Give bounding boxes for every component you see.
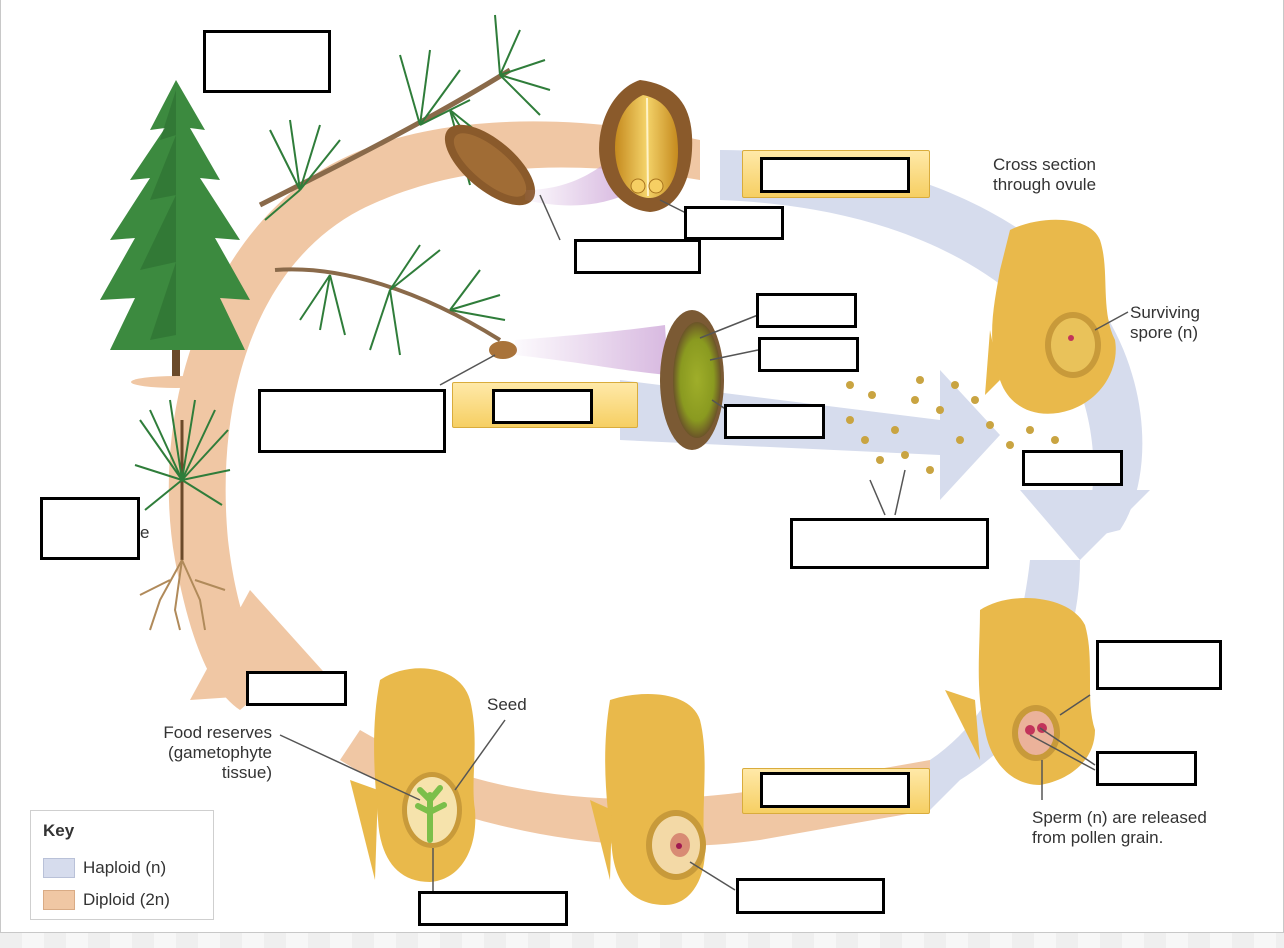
haploid-text: Haploid (n) [83, 858, 167, 877]
cross-section-label: Cross section through ovule [993, 155, 1097, 194]
haploid-arrowhead [1020, 490, 1150, 560]
pollen-grains [846, 376, 1059, 474]
haploid-swatch [43, 858, 75, 878]
blank-label-box[interactable] [574, 239, 701, 274]
blank-label-box[interactable] [1096, 640, 1222, 690]
diploid-swatch [43, 890, 75, 910]
pollen-cone-section [660, 310, 724, 450]
surviving-spore-label: Surviving spore (n) [1130, 303, 1200, 342]
blank-label-box[interactable] [203, 30, 331, 93]
ovulate-scale [599, 80, 693, 212]
blank-label-box[interactable] [40, 497, 140, 560]
blank-label-box[interactable] [258, 389, 446, 453]
ovulate-zoom-link [525, 150, 625, 206]
key-row-diploid: Diploid (2n) [43, 890, 170, 910]
sperm-released-label: Sperm (n) are released from pollen grain… [1032, 808, 1207, 847]
blank-label-box[interactable] [492, 389, 593, 424]
pine-tree [100, 80, 250, 388]
pollen-cone-branch [274, 244, 517, 359]
pollen-leader-lines [869, 469, 906, 516]
food-reserves-label: Food reserves (gametophyte tissue) [163, 723, 272, 782]
ovulate-cone-branch [258, 14, 551, 221]
blank-label-box[interactable] [246, 671, 347, 706]
seed-structure [279, 194, 759, 893]
blank-label-box[interactable] [760, 157, 910, 193]
key-row-haploid: Haploid (n) [43, 858, 166, 878]
pollen-zoom-link [515, 325, 668, 375]
blank-label-box[interactable] [418, 891, 568, 926]
ovule-zygote [590, 694, 736, 905]
blank-label-box[interactable] [756, 293, 857, 328]
diploid-band [168, 121, 930, 847]
diploid-text: Diploid (2n) [83, 890, 170, 909]
seed-label: Seed [487, 695, 527, 714]
blank-label-box[interactable] [1022, 450, 1123, 486]
ovule-cross-section [985, 219, 1129, 414]
blank-label-box[interactable] [1096, 751, 1197, 786]
ovule-fertilization [945, 598, 1096, 800]
blank-label-box[interactable] [736, 878, 885, 914]
blank-label-box[interactable] [758, 337, 859, 372]
blank-label-box[interactable] [760, 772, 910, 808]
seedling [134, 399, 231, 631]
partial-label: e [140, 523, 150, 542]
key-title: Key [43, 821, 75, 840]
bottom-scroll-strip [0, 933, 1284, 948]
blank-label-box[interactable] [684, 206, 784, 240]
legend-key: Key Haploid (n) Diploid (2n) [30, 810, 214, 920]
blank-label-box[interactable] [790, 518, 989, 569]
blank-label-box[interactable] [724, 404, 825, 439]
